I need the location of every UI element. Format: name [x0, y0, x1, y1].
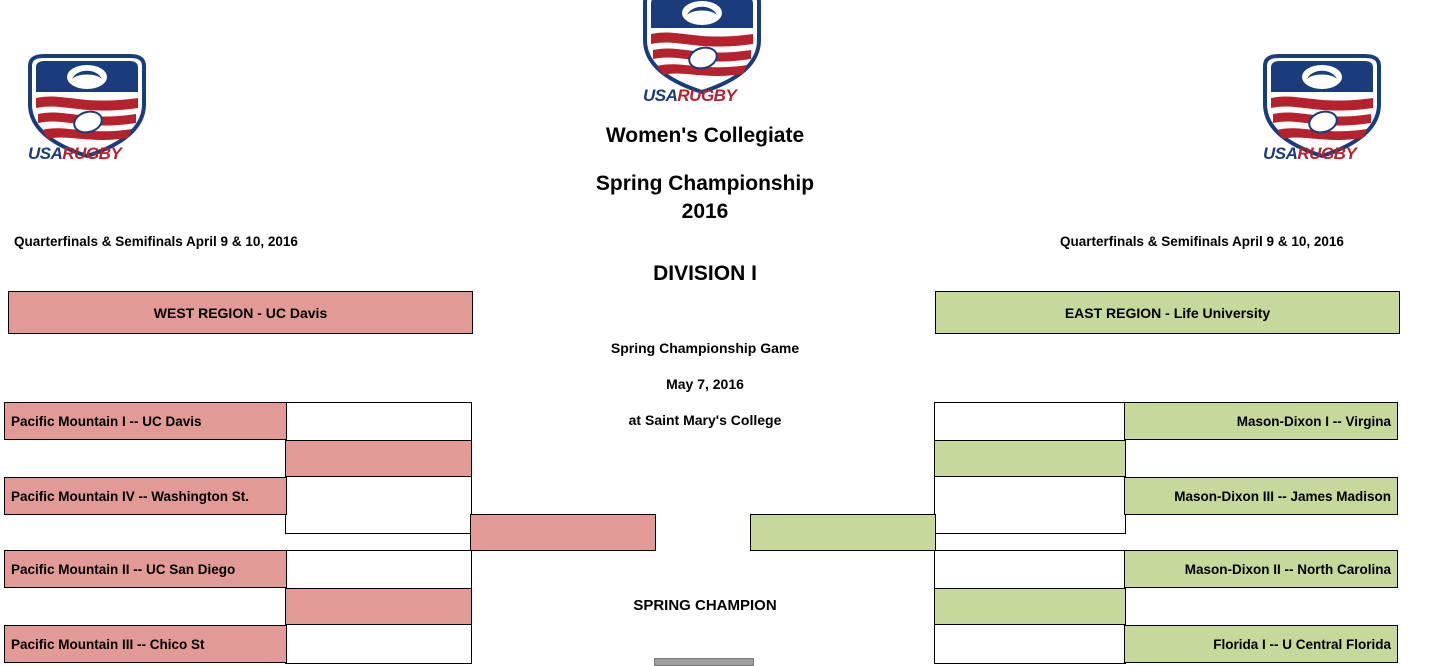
west-team-slot-4: Pacific Mountain III -- Chico St	[4, 625, 287, 663]
division-label: DIVISION I	[653, 262, 757, 285]
champion-blank-line	[654, 658, 754, 666]
east-rounds-dates: Quarterfinals & Semifinals April 9 & 10,…	[1060, 234, 1344, 249]
east-team-slot-2: Mason-Dixon III -- James Madison	[1124, 477, 1398, 515]
logo-wordmark-rugby: RUGBY	[62, 144, 122, 163]
east-team-slot-1: Mason-Dixon I -- Virgina	[1124, 402, 1398, 440]
logo-wordmark-usa: USA	[643, 86, 678, 105]
west-semifinal-lower-box	[285, 588, 472, 625]
west-region-banner: WEST REGION - UC Davis	[8, 291, 473, 334]
logo-wordmark-rugby: RUGBY	[1297, 144, 1357, 163]
usa-rugby-logo-left: USARUGBY	[22, 52, 152, 167]
east-semifinal-lower-box	[934, 588, 1126, 625]
usa-rugby-logo-center: USARUGBY	[637, 0, 767, 105]
championship-site: at Saint Mary's College	[628, 412, 782, 428]
logo-wordmark-usa: USA	[1263, 144, 1298, 163]
championship-game-label: Spring Championship Game	[610, 340, 800, 356]
west-final-box	[470, 514, 656, 551]
spring-champion-label: SPRING CHAMPION	[633, 597, 777, 614]
east-team-slot-3: Mason-Dixon II -- North Carolina	[1124, 550, 1398, 588]
championship-date: May 7, 2016	[666, 376, 744, 392]
page-title-line2: Spring Championship	[595, 172, 815, 195]
page-title-line1: Women's Collegiate	[605, 124, 805, 147]
west-semifinal-upper-box	[285, 440, 472, 477]
usa-rugby-logo-right: USARUGBY	[1257, 52, 1387, 167]
west-rounds-dates: Quarterfinals & Semifinals April 9 & 10,…	[14, 234, 298, 249]
west-team-slot-3: Pacific Mountain II -- UC San Diego	[4, 550, 287, 588]
west-team-slot-1: Pacific Mountain I -- UC Davis	[4, 402, 287, 440]
page-title-year: 2016	[681, 200, 729, 223]
logo-wordmark-rugby: RUGBY	[677, 86, 737, 105]
east-region-banner: EAST REGION - Life University	[935, 291, 1400, 334]
east-final-box	[750, 514, 936, 551]
west-team-slot-2: Pacific Mountain IV -- Washington St.	[4, 477, 287, 515]
east-team-slot-4: Florida I -- U Central Florida	[1124, 625, 1398, 663]
logo-wordmark-usa: USA	[28, 144, 63, 163]
east-semifinal-upper-box	[934, 440, 1126, 477]
